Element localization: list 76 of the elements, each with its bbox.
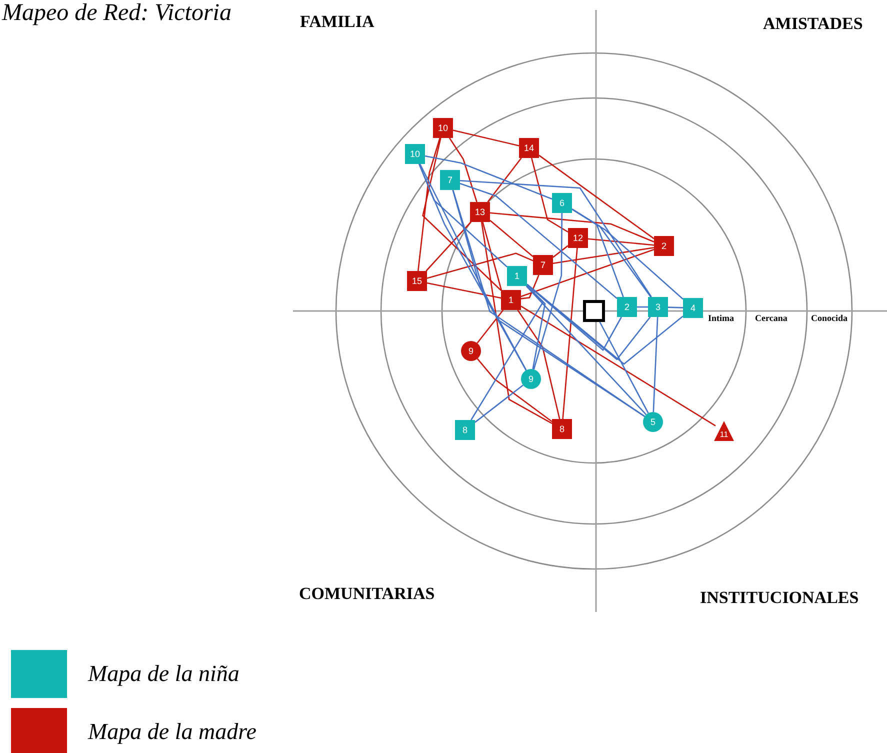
node-square: 7: [533, 255, 553, 275]
connector-line: [419, 164, 646, 418]
connector-line: [572, 208, 624, 298]
connector-line: [460, 180, 652, 298]
node-square: 3: [648, 297, 668, 317]
connector-line: [552, 246, 654, 264]
node-square: 12: [568, 228, 588, 248]
connector-line: [526, 284, 684, 365]
connector-line: [526, 284, 651, 360]
node-square: 7: [440, 170, 460, 190]
connector-line: [476, 358, 552, 422]
connector-line: [418, 164, 508, 268]
connector-line: [460, 182, 618, 299]
node-square: 10: [433, 118, 453, 138]
connector-line: [487, 158, 522, 202]
connector-line: [480, 222, 552, 424]
connector-line: [426, 222, 472, 272]
connector-line: [426, 282, 502, 299]
connector-line: [470, 286, 544, 420]
connector-line: [520, 248, 654, 298]
connector-line: [452, 130, 520, 146]
connector-line: [538, 154, 654, 240]
connector-line: [520, 274, 540, 300]
node-circle: 9: [521, 369, 541, 389]
node-square: 10: [405, 144, 425, 164]
connector-line: [533, 213, 563, 370]
connector-line: [637, 306, 648, 308]
node-square: 15: [407, 271, 427, 291]
connector-line: [417, 138, 441, 272]
ring-label: Cercana: [754, 313, 788, 323]
quadrant-label: INSTITUCIONALES: [700, 588, 859, 608]
connector-line: [526, 285, 546, 370]
connector-line: [424, 155, 552, 200]
connector-line: [422, 138, 502, 291]
connector-line: [426, 252, 534, 279]
node-square: 8: [455, 420, 475, 440]
connector-line: [572, 208, 684, 300]
legend-label: Mapa de la madre: [88, 719, 256, 745]
node-circle: 5: [643, 412, 663, 432]
connector-line: [530, 158, 568, 233]
connector-line: [599, 322, 649, 414]
connector-line: [418, 164, 527, 371]
node-square: 14: [519, 138, 539, 158]
node-square: 1: [501, 290, 521, 310]
quadrant-label: FAMILIA: [300, 12, 374, 32]
node-circle: 9: [461, 341, 481, 361]
quadrant-label: COMUNITARIAS: [299, 584, 435, 604]
connector-line: [517, 310, 560, 420]
connector-line: [452, 190, 646, 417]
connector-line: [476, 310, 504, 344]
connector-line: [474, 384, 524, 423]
ego-square: [583, 300, 605, 322]
node-square: 4: [683, 298, 703, 318]
connector-line: [490, 212, 654, 242]
node-square: 6: [552, 193, 572, 213]
connector-line: [572, 208, 652, 298]
node-square: 1: [507, 266, 527, 286]
connector-line: [668, 306, 684, 308]
connector-line: [490, 220, 534, 258]
quadrant-label: AMISTADES: [763, 14, 863, 34]
connector-line: [562, 248, 578, 420]
node-square: 2: [654, 236, 674, 256]
title: Mapeo de Red: Victoria: [2, 0, 232, 27]
connector-line: [520, 306, 716, 426]
node-square: 13: [470, 202, 490, 222]
connector-line: [552, 245, 568, 258]
connector-line: [526, 286, 647, 416]
connector-line: [652, 316, 658, 412]
node-square: 2: [617, 297, 637, 317]
ring-label: Conocida: [810, 313, 849, 323]
connector-line: [448, 138, 478, 202]
connector-line: [588, 238, 654, 246]
legend-label: Mapa de la niña: [88, 661, 240, 687]
ring-label: Intima: [707, 313, 736, 323]
connector-line: [452, 190, 527, 371]
node-square: 8: [552, 419, 572, 439]
